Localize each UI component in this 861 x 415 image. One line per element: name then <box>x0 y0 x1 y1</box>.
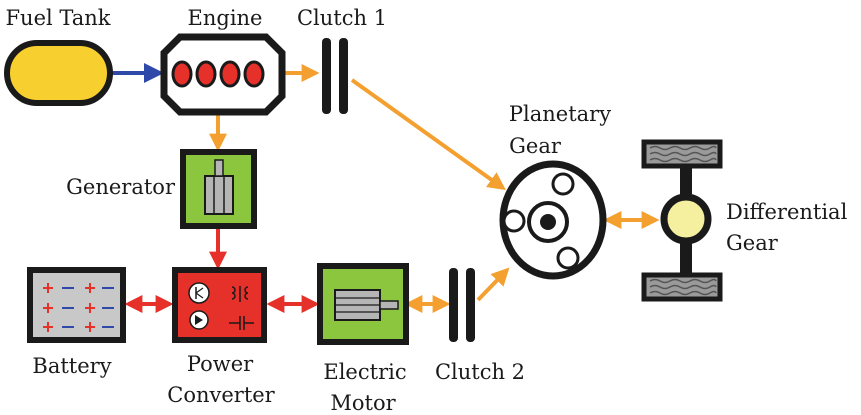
planetary-gear-icon <box>499 160 607 280</box>
clutch1-to-planetary-arrow <box>350 78 506 191</box>
differential-axle-icon <box>641 139 723 302</box>
differential-gear-label-line2: Gear <box>726 231 779 255</box>
electric-motor-label-line2: Motor <box>330 391 396 415</box>
generator-icon <box>180 149 257 229</box>
power-converter-label-line2: Converter <box>167 383 275 407</box>
battery-label: Battery <box>32 354 111 378</box>
clutch1-label: Clutch 1 <box>297 6 387 30</box>
engine-icon <box>160 33 286 116</box>
clutch2-icon <box>449 268 475 342</box>
differential-gear-label-line1: Differential <box>726 200 848 224</box>
electric-motor-label-line1: Electric <box>323 360 406 384</box>
power-converter-label-line1: Power <box>187 352 254 376</box>
clutch1-icon <box>322 38 348 114</box>
clutch2-to-planetary-arrow <box>476 267 510 302</box>
fuel-tank-icon <box>4 40 113 106</box>
battery-icon <box>27 267 126 343</box>
electric-motor-icon <box>317 263 409 345</box>
generator-label: Generator <box>66 175 176 199</box>
connectors <box>110 63 660 313</box>
planetary-gear-label-line2: Gear <box>509 134 562 158</box>
engine-label: Engine <box>188 6 263 30</box>
planetary-gear-label-line1: Planetary <box>509 102 611 126</box>
fuel-tank-label: Fuel Tank <box>5 6 110 30</box>
clutch2-label: Clutch 2 <box>435 360 525 384</box>
power-converter-icon <box>172 267 267 343</box>
